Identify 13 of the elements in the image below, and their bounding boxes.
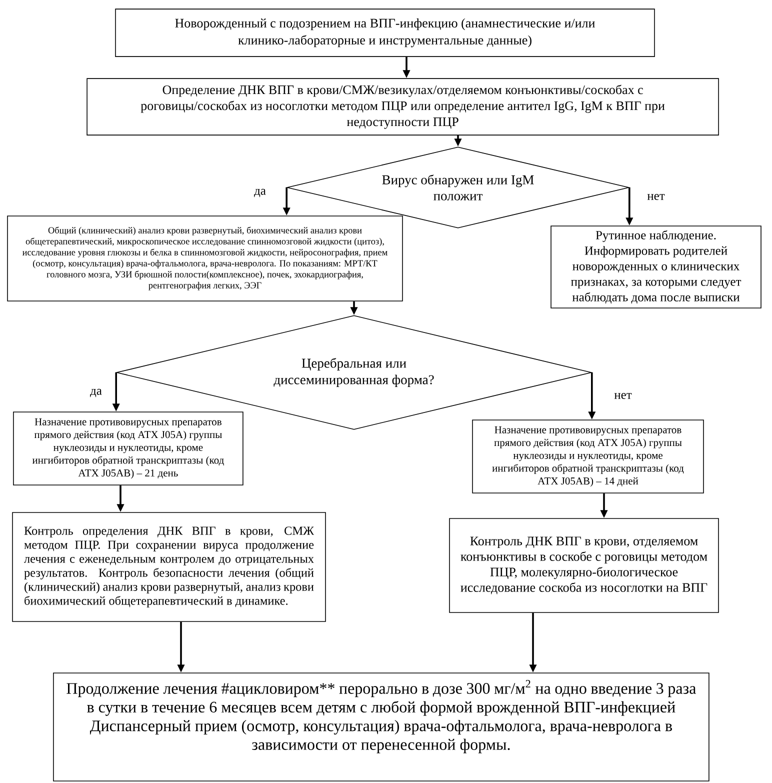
edge-label: да — [253, 188, 267, 198]
edge-label: да — [89, 388, 103, 398]
process-box: Контроль определения ДНК ВПГ в крови, СМЖ методом ПЦР. При сохранении вируса продолжение лечения с еженедельным контролем до отрицательных результатов. Контроль безопасности лечения (общий (клинический) анализ крови развернутый, анализ крови биохимический общетерапевтический в динамике. — [12, 512, 326, 622]
edge-label: нет — [613, 392, 633, 400]
process-box: Новорожденный с подозрением на ВПГ-инфекцию (анамнестические и/или клинико-лабораторные и инструментальные данные) — [115, 8, 655, 57]
process-box: Определение ДНК ВПГ в крови/СМЖ/везикулах/отделяемом конъюнктивы/соскобах с роговицы/соскобах из носоглотки методом ПЦР или определение антител IgG, IgM к ВПГ при недоступности ПЦР — [86, 78, 719, 136]
process-box: Контроль ДНК ВПГ в крови, отделяемом конъюнктивы в соскобе с роговицы методом ПЦР, молекулярно-биологическое исследование соскоба из носоглотки на ВПГ — [449, 518, 719, 613]
process-box: Общий (клинический) анализ крови развернутый, биохимический анализ крови общетерапевтический, микроскопическое исследование спинномозговой жидкости (цитоз), исследование уровня глюкозы и белка в спинномозговой жидкости, нейросонография, прием (осмотр, консультация) врача-офтальмолога, врача-невролога. По показаниям: МРТ/КТ головного мозга, УЗИ брюшной полости(комплексное), почек, эхокардиография, рентгенография легких, ЭЭГ — [7, 216, 403, 302]
process-box: Назначение противовирусных препаратов прямого действия (код АТХ J05A) группы нуклеозиды и нуклеотиды, кроме ингибиторов обратной транскриптазы (код АТХ J05AB) – 21 день — [13, 412, 244, 486]
process-box: Рутинное наблюдение. Информировать родителей новорожденных о клинических признаках, за которыми следует наблюдать дома после выписки — [550, 226, 762, 308]
process-box: Назначение противовирусных препаратов прямого действия (код АТХ J05A) группы нуклеозиды и нуклеотиды, кроме ингибиторов обратной транскриптазы (код АТХ J05AB) – 14 дней — [472, 420, 704, 494]
process-box: Продолжение лечения #ацикловиром** перорально в дозе 300 мг/м$^{2}$ на одно введение 3 раза в сутки в течение 6 месяцев всем детям с любой формой врожденной ВПГ-инфекцией Диспансерный прием (осмотр, консультация) врача-офтальмолога, врача-невролога в зависимости от перенесенной формы. — [53, 672, 710, 782]
edge-label: нет — [646, 193, 666, 201]
